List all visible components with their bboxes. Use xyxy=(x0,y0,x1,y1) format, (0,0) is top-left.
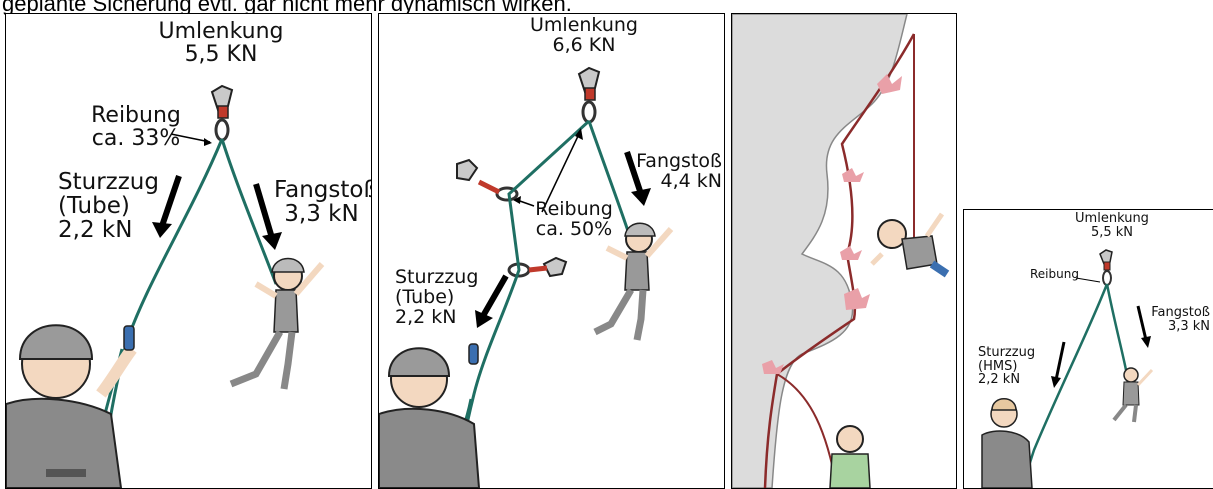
sturzzug-text: Sturzzug xyxy=(978,346,1035,360)
panel-1-illustration xyxy=(6,14,371,488)
umlenkung-value: 6,6 KN xyxy=(519,36,649,56)
fangstoss-value: 3,3 kN xyxy=(1124,320,1210,334)
reibung-text: Reibung xyxy=(1030,268,1079,281)
reibung-text: Reibung xyxy=(76,104,196,127)
fangstoss-value: 3,3 kN xyxy=(274,202,369,226)
reibung-text: Reibung xyxy=(529,200,619,220)
panel-topo-rope-tube-50: Umlenkung 6,6 KN Fangstoß 4,4 kN Reibung… xyxy=(378,13,725,489)
panel-4-sturzzug-label: Sturzzug (HMS) 2,2 kN xyxy=(978,346,1035,387)
anchor-icon xyxy=(1100,250,1112,285)
panel-topo-rope-hms: Umlenkung 5,5 kN Reibung Fangstoß 3,3 kN… xyxy=(963,209,1213,489)
sturzzug-device: (Tube) xyxy=(395,288,478,308)
reibung-value: ca. 50% xyxy=(529,220,619,240)
sturzzug-device: (Tube) xyxy=(58,194,159,218)
panel-2-reibung-label: Reibung ca. 50% xyxy=(529,200,619,240)
umlenkung-text: Umlenkung xyxy=(156,20,286,43)
sturzzug-text: Sturzzug xyxy=(58,170,159,194)
panel-1-fangstoss-label: Fangstoß 3,3 kN xyxy=(274,178,369,226)
belayer-figure xyxy=(379,344,479,488)
sturzzug-value: 2,2 kN xyxy=(978,373,1035,387)
panel-1-reibung-label: Reibung ca. 33% xyxy=(76,104,196,150)
panel-2-fangstoss-label: Fangstoß 4,4 kN xyxy=(629,152,722,192)
panel-1-umlenkung-label: Umlenkung 5,5 KN xyxy=(156,20,286,66)
panel-4-umlenkung-label: Umlenkung 5,5 kN xyxy=(1062,212,1162,239)
fangstoss-value: 4,4 kN xyxy=(629,172,722,192)
panel-2-umlenkung-label: Umlenkung 6,6 KN xyxy=(519,16,649,56)
climber-figure xyxy=(1114,368,1152,422)
sturzzug-value: 2,2 kN xyxy=(395,308,478,328)
fangstoss-text: Fangstoß xyxy=(274,178,369,202)
anchor-icon xyxy=(579,68,599,122)
panel-topo-rope-tube-33: Umlenkung 5,5 KN Reibung ca. 33% Sturzzu… xyxy=(5,13,372,489)
umlenkung-value: 5,5 kN xyxy=(1062,226,1162,240)
panel-4-reibung-label: Reibung xyxy=(1030,268,1079,281)
belayer-figure xyxy=(6,325,134,488)
umlenkung-text: Umlenkung xyxy=(519,16,649,36)
reibung-value: ca. 33% xyxy=(76,127,196,150)
climber-figure xyxy=(231,259,322,390)
falling-climber-figure xyxy=(872,214,947,274)
fangstoss-text: Fangstoß xyxy=(629,152,722,172)
sturzzug-value: 2,2 kN xyxy=(58,218,159,242)
panel-4-fangstoss-label: Fangstoß 3,3 kN xyxy=(1124,306,1210,333)
panel-1-sturzzug-label: Sturzzug (Tube) 2,2 kN xyxy=(58,170,159,242)
panel-3-illustration xyxy=(732,14,956,488)
sturzzug-device: (HMS) xyxy=(978,360,1035,374)
panel-2-sturzzug-label: Sturzzug (Tube) 2,2 kN xyxy=(395,268,478,328)
fangstoss-text: Fangstoß xyxy=(1124,306,1210,320)
panel-2-illustration xyxy=(379,14,724,488)
sturzzug-text: Sturzzug xyxy=(395,268,478,288)
anchor-icon xyxy=(212,86,232,140)
umlenkung-value: 5,5 KN xyxy=(156,43,286,66)
panel-rock-wall-fall xyxy=(731,13,957,489)
belayer-figure xyxy=(982,399,1032,488)
belayer-figure xyxy=(830,426,870,488)
umlenkung-text: Umlenkung xyxy=(1062,212,1162,226)
climber-figure xyxy=(595,223,671,340)
